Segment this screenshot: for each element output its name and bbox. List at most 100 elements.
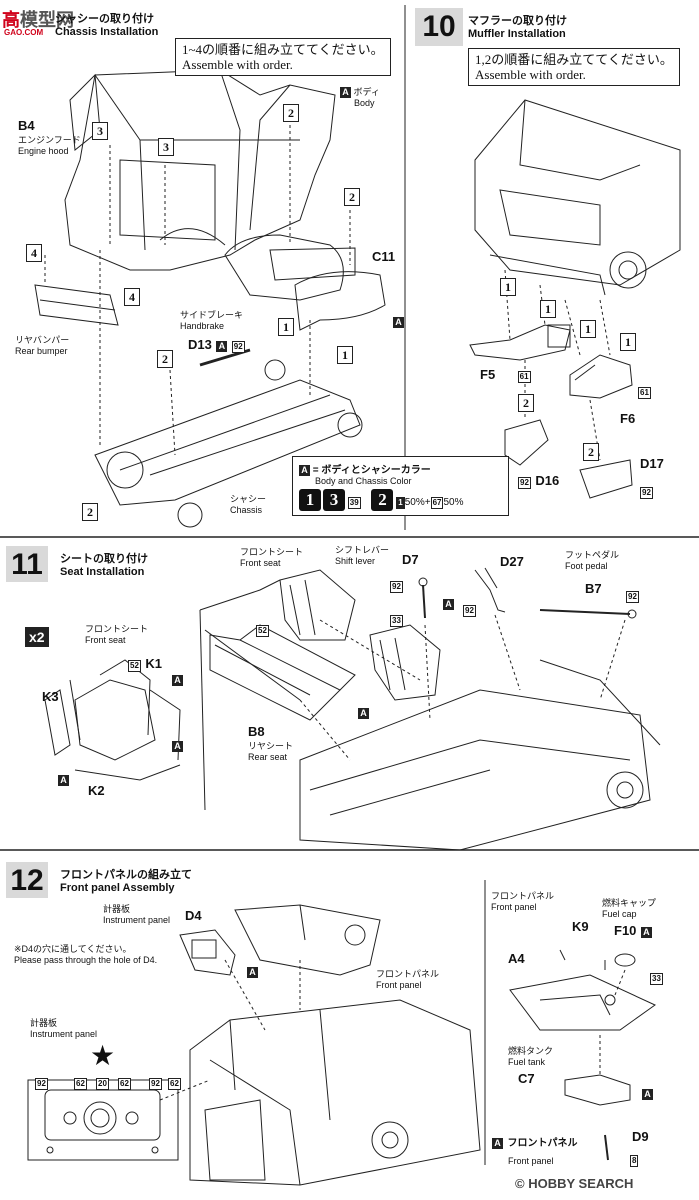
order-mark: 4 xyxy=(26,244,42,262)
paint-code: 92 xyxy=(626,591,639,603)
part-en: Handbrake xyxy=(180,321,225,331)
f10-label: F10 A xyxy=(614,922,652,940)
rear-bumper-drawing xyxy=(34,284,119,326)
part-code: D17 xyxy=(640,456,664,471)
part-code: D7 xyxy=(402,552,419,567)
part-code: D27 xyxy=(500,554,524,569)
step10-note-en: Assemble with order. xyxy=(475,67,586,82)
body-label: A ボディ Body xyxy=(340,85,380,108)
part-jp: 燃料キャップ xyxy=(602,898,657,908)
part-code: K3 xyxy=(42,689,59,704)
part-en: Front panel xyxy=(491,902,537,912)
b8-badge: A xyxy=(358,703,369,721)
k1-label: 52 K1 xyxy=(128,655,162,673)
paint-code: 61 xyxy=(638,387,651,399)
muffler-cover-drawing xyxy=(504,419,633,499)
d27-paint: 92 xyxy=(463,600,476,618)
paint-code: 92 xyxy=(149,1078,162,1090)
paint-code: 62 xyxy=(118,1078,131,1090)
k2-label: K2 xyxy=(88,782,105,800)
color-badge: A xyxy=(640,927,652,938)
vehicle-rear-drawing xyxy=(474,99,681,296)
front-seat-label: フロントシート Front seat xyxy=(85,622,148,645)
part-code: D9 xyxy=(632,1129,649,1144)
step10-title: マフラーの取り付け Muffler Installation xyxy=(468,12,567,40)
front-seat-drawing xyxy=(44,659,181,781)
part-en: Instrument panel xyxy=(30,1029,98,1039)
paint-code: 1 xyxy=(396,497,405,509)
part-en: Front panel xyxy=(376,980,422,990)
d27-label: D27 xyxy=(500,553,524,571)
part-en: Instrument panel xyxy=(103,915,171,925)
part-code: F6 xyxy=(620,411,636,426)
step10-title-en: Muffler Installation xyxy=(468,28,566,40)
color-badge: A xyxy=(340,87,351,98)
legend-en: Body and Chassis Color xyxy=(315,476,412,486)
order-mark: 1 xyxy=(337,346,353,364)
b7-label: B7 xyxy=(585,580,602,598)
part-code: B8 xyxy=(248,724,265,739)
gauge-code: 92 xyxy=(149,1073,162,1091)
part-code: K2 xyxy=(88,783,105,798)
b4-label: B4 エンジンフード Engine hood xyxy=(18,118,81,156)
part-jp: サイドブレーキ xyxy=(180,310,244,320)
part-code: K9 xyxy=(572,919,589,934)
step12-title: フロントパネルの組み立て Front panel Assembly xyxy=(60,866,192,894)
front-panel-right-label: フロントパネル Front panel xyxy=(491,889,554,912)
d4-badge: A xyxy=(247,962,258,980)
k-badge: A xyxy=(58,770,69,788)
paint-code: 8 xyxy=(630,1155,639,1167)
body-label-en: Body xyxy=(354,98,375,108)
part-jp: シフトレバー xyxy=(335,545,390,555)
gauge-code: 62 xyxy=(74,1073,87,1091)
paint-code: 33 xyxy=(390,615,403,627)
watermark-hobbysearch: © HOBBY SEARCH xyxy=(515,1176,634,1191)
color-badge: A xyxy=(642,1089,653,1100)
part-en: Rear bumper xyxy=(15,346,68,356)
part-jp: 燃料タンク xyxy=(508,1046,554,1056)
paint-code: 52 xyxy=(256,625,269,637)
step12-number: 12 xyxy=(6,862,48,898)
step10-note-jp: 1,2の順番に組み立ててください。 xyxy=(475,52,673,67)
step10-number: 10 xyxy=(415,8,463,46)
gauge-code: 92 xyxy=(35,1073,48,1091)
f6-paint: 61 xyxy=(638,382,651,400)
floor-pan-drawing xyxy=(299,659,661,851)
part-en: Foot pedal xyxy=(565,561,608,571)
paint-code: 92 xyxy=(35,1078,48,1090)
part-code: B4 xyxy=(18,118,35,133)
fuel-tank-panel-drawing xyxy=(509,949,656,1161)
part-en: Fuel cap xyxy=(602,909,637,919)
step9-order-note: 1~4の順番に組み立ててください。 Assemble with order. xyxy=(175,38,391,76)
order-mark: 2 xyxy=(583,443,599,461)
part-code: C7 xyxy=(518,1071,535,1086)
order-mark: 2 xyxy=(157,350,173,368)
color-badge: A xyxy=(172,675,183,686)
color-badge: A xyxy=(443,599,454,610)
k-badge: A xyxy=(172,670,183,688)
part-code: D16 xyxy=(535,473,560,488)
step11-title-jp: シートの取り付け xyxy=(60,553,148,565)
d7-paint-1: 92 xyxy=(390,576,403,594)
mix-step: 3 xyxy=(323,489,345,511)
body-shell-drawing xyxy=(64,69,336,271)
d4-note: ※D4の穴に通してください。 Please pass through the h… xyxy=(14,942,157,965)
step9-note-en: Assemble with order. xyxy=(182,57,293,72)
d17-label: D17 xyxy=(640,455,664,473)
order-mark: 2 xyxy=(518,394,534,412)
part-jp: エンジンフード xyxy=(18,135,81,145)
step9-title-en: Chassis Installation xyxy=(55,26,159,38)
instrument-panel-zoom-label: 計器板 Instrument panel xyxy=(30,1016,97,1039)
foot-pedal-label: フットペダル Foot pedal xyxy=(565,548,619,571)
step9-title-jp: シャシーの取り付け xyxy=(55,13,154,25)
chassis-label: シャシー Chassis xyxy=(230,492,266,515)
mix-percent: 50% xyxy=(443,497,464,508)
part-jp: フロントパネル xyxy=(507,1138,578,1149)
d9-paint: 8 xyxy=(630,1150,639,1168)
part-code: C11 xyxy=(372,249,396,264)
order-mark: 2 xyxy=(344,188,360,206)
part-code: D13 xyxy=(188,337,212,352)
order-mark: 2 xyxy=(283,104,299,122)
c7-badge: A xyxy=(642,1084,653,1102)
k9-label: K9 xyxy=(572,918,589,936)
